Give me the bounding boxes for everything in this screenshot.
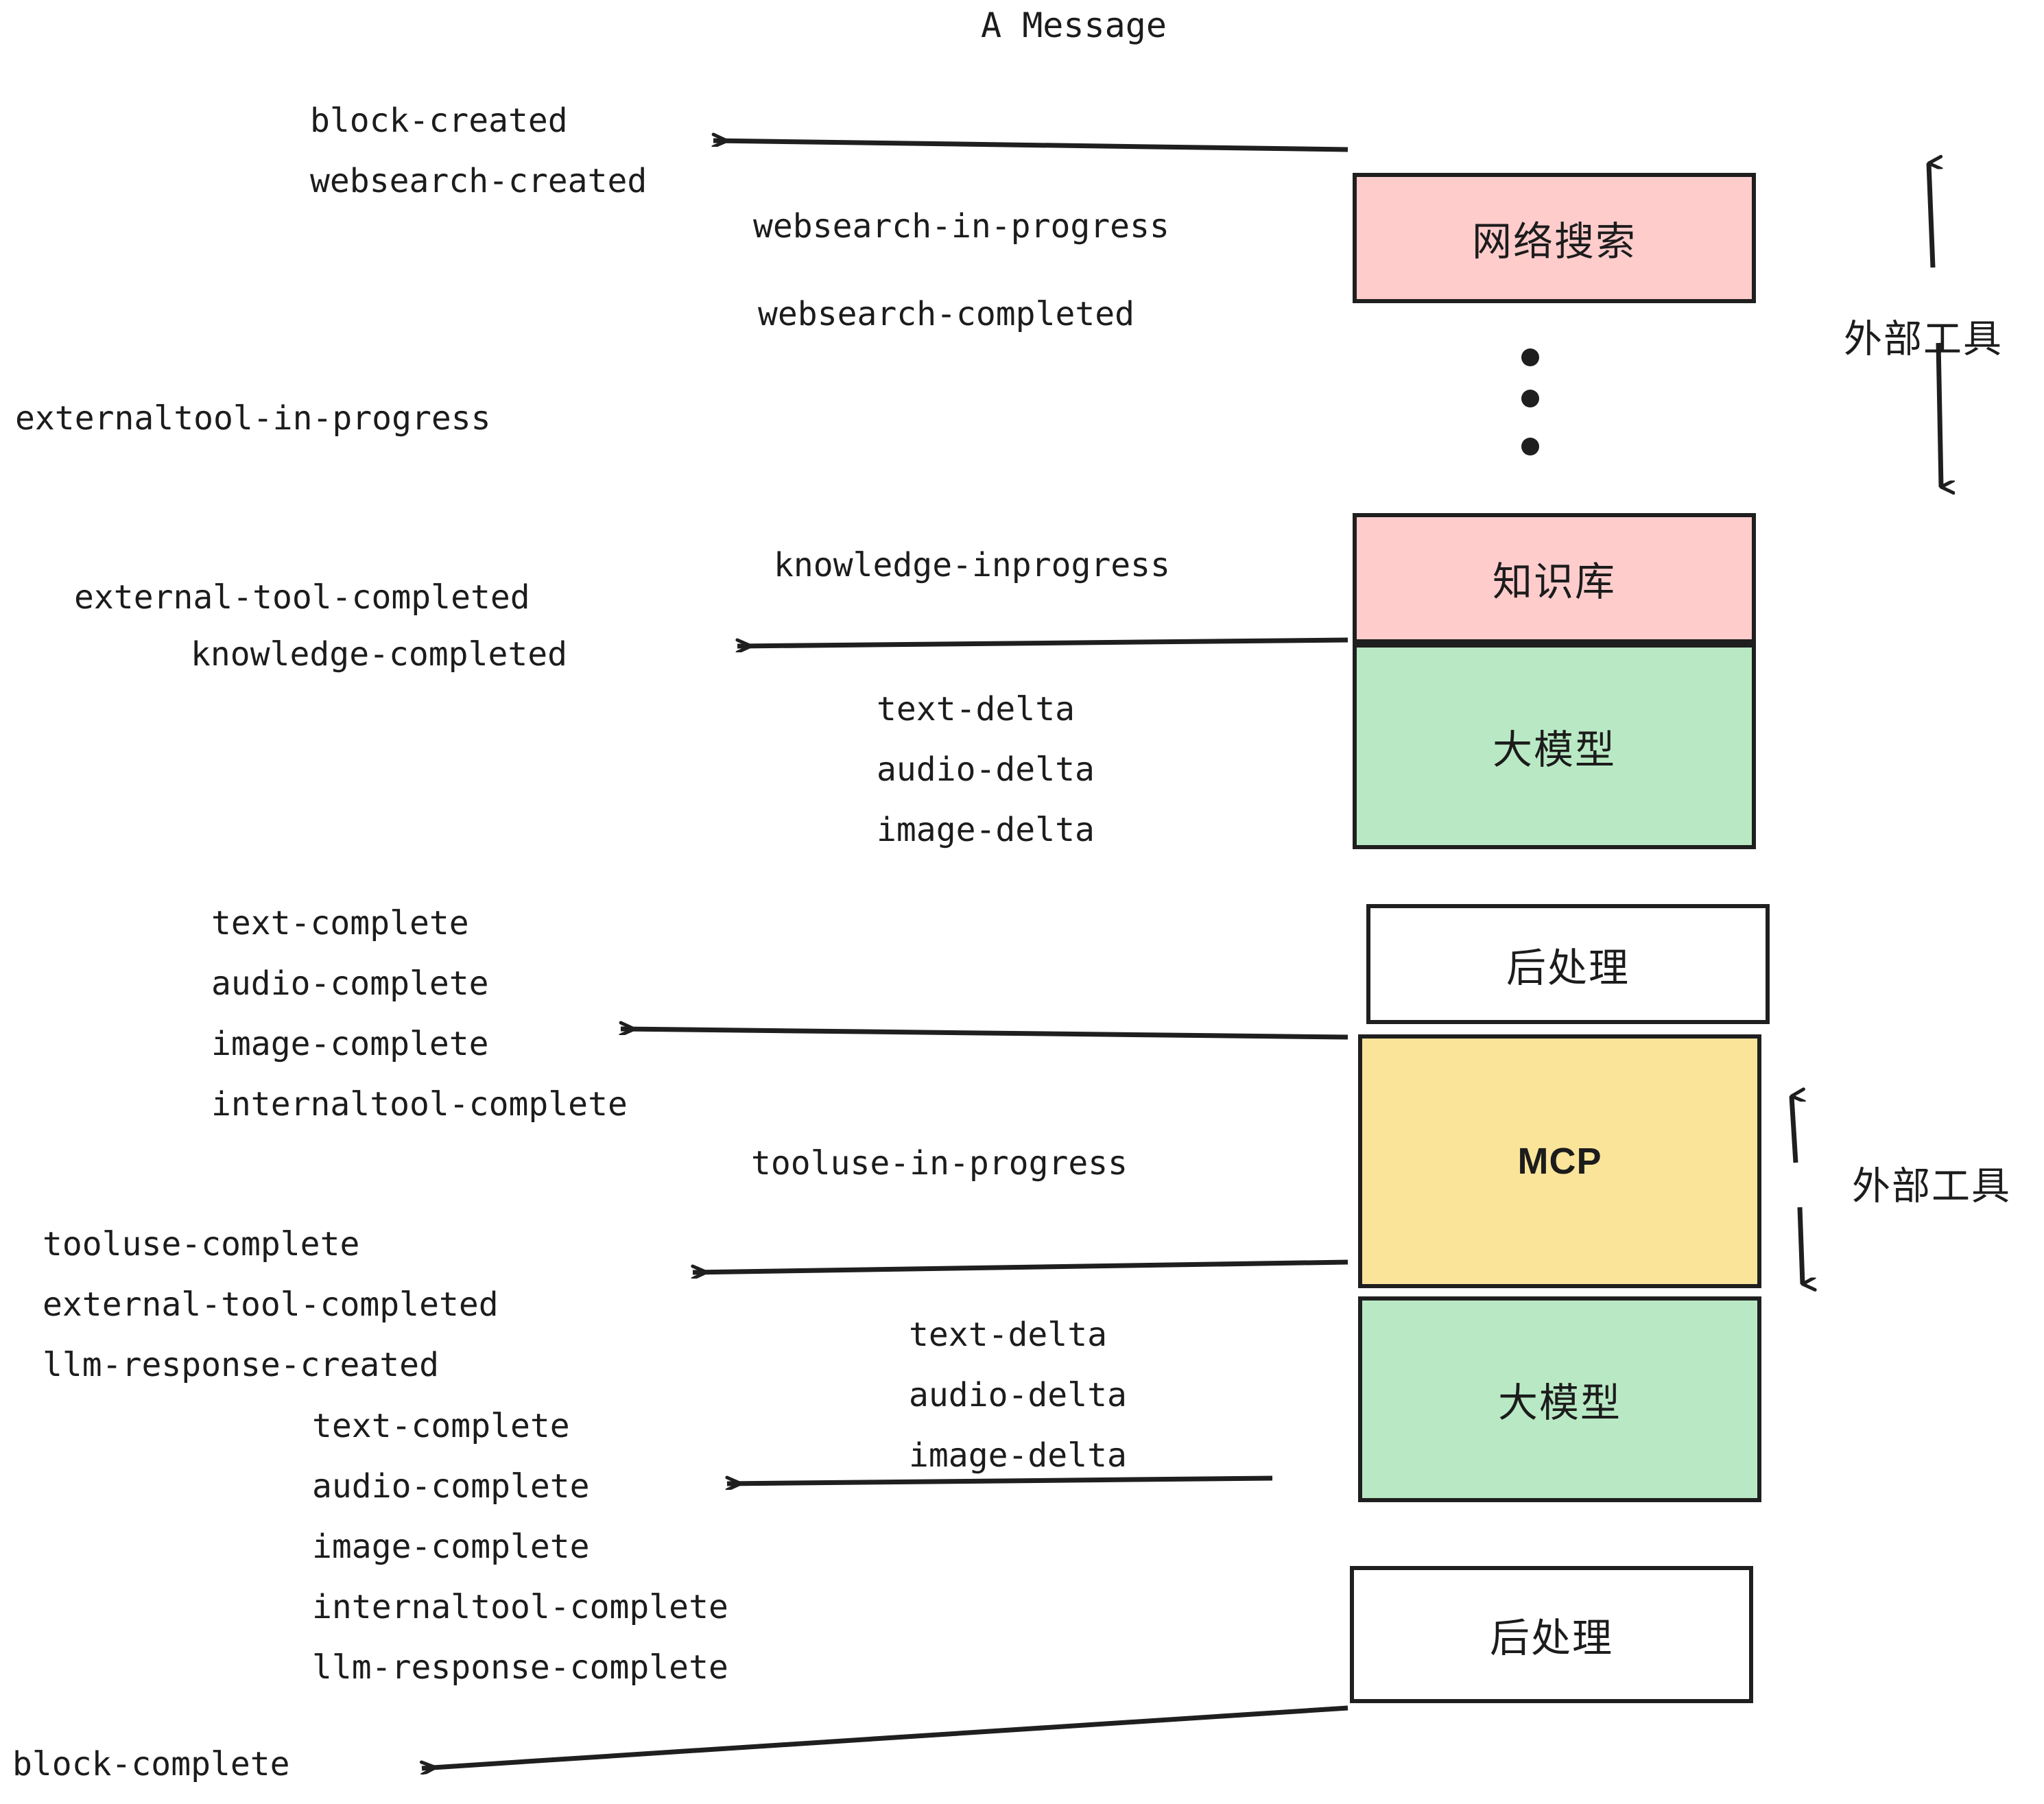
ellipsis-dot-3 (1521, 438, 1539, 455)
event-websearch-in-progress: websearch-in-progress (753, 207, 1169, 246)
event-audio-complete-2: audio-complete (312, 1467, 590, 1506)
event-internaltool-complete-1: internaltool-complete (211, 1085, 628, 1124)
arrow-postprocess-to-block-complete (422, 1705, 1348, 1768)
event-knowledge-completed: knowledge-completed (191, 635, 568, 674)
event-knowledge-inprogress: knowledge-inprogress (774, 546, 1170, 584)
box-llm-lower-label: 大模型 (1497, 1379, 1621, 1426)
event-audio-delta-1: audio-delta (877, 750, 1095, 789)
box-knowledge[interactable]: 知识库 (1353, 513, 1756, 643)
event-websearch-completed: websearch-completed (758, 295, 1135, 333)
box-llm-upper[interactable]: 大模型 (1353, 643, 1756, 849)
arrow-postprocess-to-image-complete (621, 1029, 1348, 1040)
event-image-delta-2: image-delta (909, 1436, 1127, 1475)
page-title: A Message (981, 5, 1167, 45)
ellipsis-dot-2 (1521, 390, 1539, 407)
arrow-knowledge-to-completed (737, 637, 1348, 646)
event-llm-response-complete: llm-response-complete (312, 1648, 728, 1687)
event-block-created: block-created (310, 102, 568, 140)
arrow-external-tools-lower-up (1789, 1096, 1796, 1163)
box-postprocess-one[interactable]: 后处理 (1366, 904, 1770, 1024)
ellipsis-dot-1 (1521, 348, 1539, 366)
event-text-complete-1: text-complete (211, 904, 469, 942)
box-postprocess-one-label: 后处理 (1506, 944, 1630, 991)
event-image-complete-1: image-complete (211, 1025, 489, 1063)
box-websearch[interactable]: 网络搜索 (1353, 173, 1756, 303)
event-external-tool-completed-1: external-tool-completed (74, 578, 530, 617)
external-tools-upper-label: 外部工具 (1844, 317, 2003, 362)
box-llm-upper-label: 大模型 (1492, 726, 1616, 773)
arrow-external-tools-upper-up (1926, 163, 1933, 268)
event-tooluse-in-progress: tooluse-in-progress (751, 1144, 1128, 1183)
arrow-llm-to-audio-complete (727, 1475, 1273, 1484)
box-knowledge-label: 知识库 (1492, 558, 1616, 605)
arrow-websearch-to-created (713, 141, 1348, 152)
event-llm-response-created: llm-response-created (43, 1346, 439, 1384)
box-mcp-label: MCP (1517, 1141, 1602, 1182)
event-external-tool-completed-2: external-tool-completed (43, 1285, 499, 1324)
event-audio-complete-1: audio-complete (211, 964, 489, 1003)
event-websearch-created: websearch-created (310, 162, 647, 200)
event-externaltool-in-progress: externaltool-in-progress (15, 399, 491, 438)
box-mcp[interactable]: MCP (1358, 1034, 1761, 1288)
arrow-external-tools-lower-down (1797, 1207, 1803, 1284)
arrow-mcp-to-tooluse-complete (693, 1259, 1348, 1272)
box-llm-lower[interactable]: 大模型 (1358, 1296, 1761, 1502)
arrow-external-tools-upper-down (1936, 342, 1941, 487)
event-image-complete-2: image-complete (312, 1528, 590, 1566)
event-tooluse-complete: tooluse-complete (43, 1225, 360, 1263)
event-block-complete: block-complete (12, 1745, 290, 1783)
event-text-complete-2: text-complete (312, 1407, 570, 1445)
event-audio-delta-2: audio-delta (909, 1376, 1127, 1414)
event-text-delta-2: text-delta (909, 1316, 1107, 1354)
external-tools-lower-label: 外部工具 (1852, 1164, 2011, 1209)
event-internaltool-complete-2: internaltool-complete (312, 1588, 728, 1626)
box-websearch-label: 网络搜索 (1471, 218, 1637, 265)
event-image-delta-1: image-delta (877, 811, 1095, 849)
box-postprocess-two-label: 后处理 (1489, 1615, 1613, 1661)
event-text-delta-1: text-delta (877, 690, 1075, 728)
box-postprocess-two[interactable]: 后处理 (1350, 1566, 1753, 1703)
